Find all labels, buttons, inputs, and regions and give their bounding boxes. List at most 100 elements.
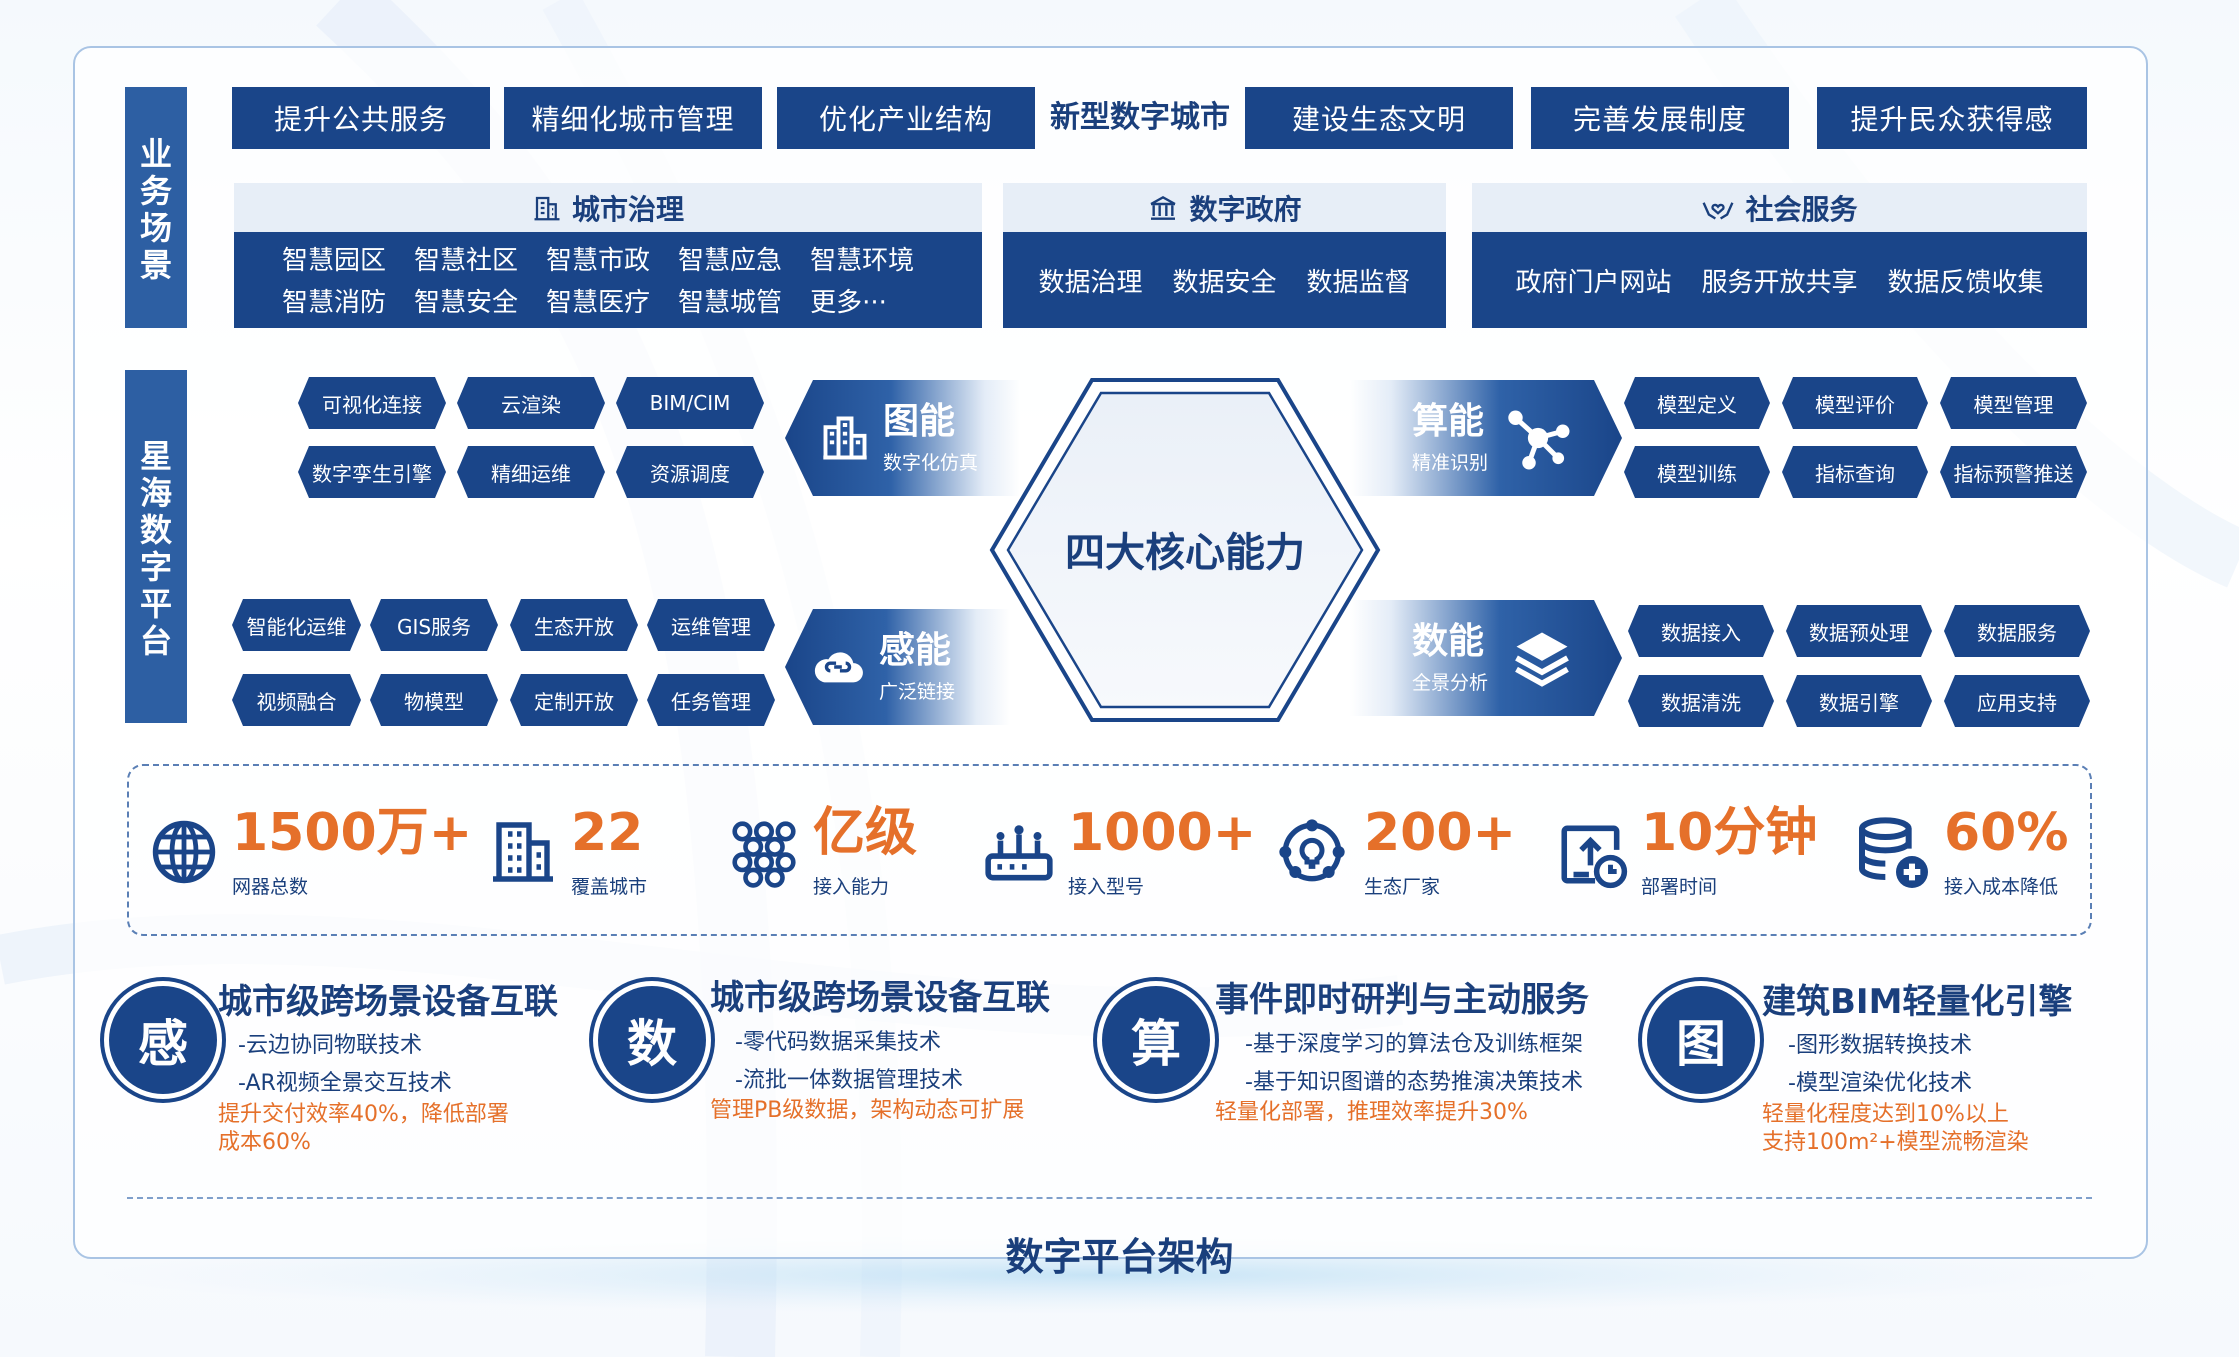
tuneng-subtitle: 数字化仿真: [883, 451, 979, 474]
city-item[interactable]: 智慧园区: [282, 246, 387, 276]
city-item[interactable]: 智慧市政: [546, 246, 651, 276]
shuneng-item[interactable]: 数据清洗: [1628, 675, 1774, 727]
feature-circle-gan: 感: [109, 986, 217, 1094]
network-nodes-icon: [1502, 402, 1574, 474]
gov-item[interactable]: 数据监督: [1306, 267, 1411, 298]
social-item[interactable]: 服务开放共享: [1701, 267, 1858, 298]
gov-item[interactable]: 数据安全: [1172, 267, 1277, 298]
ganneng-item[interactable]: 物模型: [370, 674, 498, 726]
buildings-icon: [493, 822, 553, 882]
stat-value: 60%: [1944, 803, 2069, 863]
feature-circle-tu: 图: [1647, 986, 1755, 1094]
shuneng-item[interactable]: 应用支持: [1944, 675, 2090, 727]
feature-title: 事件即时研判与主动服务: [1215, 980, 1589, 1020]
shuneng-item[interactable]: 数据引擎: [1786, 675, 1932, 727]
feature-circle-shu: 数: [598, 986, 706, 1094]
shuneng-item[interactable]: 数据预处理: [1786, 605, 1932, 657]
shuneng-item[interactable]: 数据服务: [1944, 605, 2090, 657]
social-item[interactable]: 政府门户网站: [1515, 267, 1672, 298]
top-button-5[interactable]: 完善发展制度: [1531, 87, 1789, 149]
tuneng-item[interactable]: 云渲染: [457, 377, 605, 429]
tuneng-item[interactable]: 资源调度: [616, 446, 764, 498]
stat-label: 覆盖城市: [571, 876, 648, 898]
feature-tech: -模型渲染优化技术: [1788, 1071, 1972, 1096]
city-item[interactable]: 智慧城管: [678, 288, 783, 318]
feature-highlight: 提升交付效率40%，降低部署 成本60%: [218, 1102, 509, 1155]
city-item[interactable]: 智慧安全: [414, 288, 519, 318]
feature-tech: -云边协同物联技术: [238, 1033, 422, 1058]
grid-circles-icon: [732, 821, 796, 888]
stat-item: 200+ 生态厂家: [1272, 800, 1516, 899]
social-item[interactable]: 数据反馈收集: [1887, 267, 2044, 298]
footer-divider: [127, 1197, 2092, 1199]
building-icon: [534, 196, 560, 220]
cloud-link-icon: [814, 652, 863, 683]
city-item[interactable]: 智慧社区: [414, 246, 519, 276]
city-item[interactable]: 智慧消防: [282, 288, 387, 318]
feature-circle-suan: 算: [1102, 986, 1210, 1094]
feature-tech: -图形数据转换技术: [1788, 1033, 1972, 1058]
stat-value: 10分钟: [1641, 803, 1818, 863]
capability-shuneng[interactable]: 数能 全景分析: [1350, 600, 1622, 716]
side-label-platform: 星海数字平台: [125, 370, 187, 723]
city-item[interactable]: 智慧环境: [810, 246, 915, 276]
gov-item[interactable]: 数据治理: [1038, 267, 1143, 298]
router-icon: [985, 825, 1053, 881]
shuneng-subtitle: 全景分析: [1412, 671, 1489, 694]
government-icon: [1150, 195, 1177, 220]
capability-suanneng[interactable]: 算能 精准识别: [1350, 380, 1622, 496]
city-item[interactable]: 更多···: [810, 288, 887, 318]
stat-value: 22: [571, 803, 644, 863]
stat-label: 接入能力: [813, 876, 890, 898]
suanneng-item[interactable]: 指标查询: [1782, 446, 1928, 498]
suanneng-item[interactable]: 模型定义: [1624, 377, 1770, 429]
category-body-city-governance: 智慧园区 智慧社区 智慧市政 智慧应急 智慧环境 智慧消防 智慧安全 智慧医疗 …: [234, 232, 982, 328]
tuneng-item[interactable]: BIM/CIM: [616, 377, 764, 429]
top-button-1[interactable]: 提升公共服务: [232, 87, 490, 149]
shuneng-item[interactable]: 数据接入: [1628, 605, 1774, 657]
ganneng-subtitle: 广泛链接: [879, 680, 956, 703]
stat-value: 200+: [1364, 803, 1517, 863]
tuneng-item[interactable]: 可视化连接: [298, 377, 446, 429]
stat-item: 1000+ 接入型号: [982, 800, 1256, 899]
tuneng-item[interactable]: 数字孪生引擎: [298, 446, 446, 498]
shuneng-title: 数能: [1412, 620, 1485, 662]
ganneng-item[interactable]: 定制开放: [510, 674, 638, 726]
database-plus-icon: [1859, 817, 1928, 888]
stat-value: 1000+: [1068, 803, 1257, 863]
ganneng-item[interactable]: 智能化运维: [232, 599, 361, 651]
stat-item: 亿级 接入能力: [727, 800, 917, 899]
feature-title: 城市级跨场景设备互联: [710, 978, 1050, 1018]
stat-label: 接入型号: [1068, 876, 1145, 898]
suanneng-item[interactable]: 指标预警推送: [1940, 446, 2087, 498]
category-title-city-governance: 城市治理: [234, 183, 982, 232]
tuneng-item[interactable]: 精细运维: [457, 446, 605, 498]
ganneng-item[interactable]: 运维管理: [647, 599, 775, 651]
city-item[interactable]: 智慧应急: [678, 246, 783, 276]
top-button-6[interactable]: 提升民众获得感: [1817, 87, 2087, 149]
ganneng-item[interactable]: GIS服务: [370, 599, 498, 651]
capability-tuneng[interactable]: 图能 数字化仿真: [785, 380, 1020, 496]
capability-ganneng[interactable]: 感能 广泛链接: [785, 609, 1010, 725]
stat-label: 接入成本降低: [1944, 876, 2059, 898]
upload-clock-icon: [1561, 825, 1628, 889]
suanneng-subtitle: 精准识别: [1412, 451, 1489, 474]
top-button-3[interactable]: 优化产业结构: [777, 87, 1035, 149]
feature-tech: -基于深度学习的算法仓及训练框架: [1245, 1032, 1583, 1057]
suanneng-item[interactable]: 模型评价: [1782, 377, 1928, 429]
city-item[interactable]: 智慧医疗: [546, 288, 651, 318]
ganneng-title: 感能: [879, 629, 952, 671]
category-body-social-service: 政府门户网站 服务开放共享 数据反馈收集: [1472, 232, 2087, 328]
ganneng-item[interactable]: 任务管理: [647, 674, 775, 726]
top-button-2[interactable]: 精细化城市管理: [504, 87, 762, 149]
category-title-digital-gov: 数字政府: [1003, 183, 1446, 232]
category-title-social-service: 社会服务: [1472, 183, 2087, 232]
suanneng-item[interactable]: 模型训练: [1624, 446, 1770, 498]
suanneng-title: 算能: [1412, 400, 1485, 442]
top-button-4[interactable]: 建设生态文明: [1245, 87, 1513, 149]
suanneng-item[interactable]: 模型管理: [1940, 377, 2087, 429]
ganneng-item[interactable]: 视频融合: [232, 674, 361, 726]
ganneng-item[interactable]: 生态开放: [510, 599, 638, 651]
feature-tech: -基于知识图谱的态势推演决策技术: [1245, 1070, 1583, 1095]
globe-icon: [152, 820, 216, 884]
